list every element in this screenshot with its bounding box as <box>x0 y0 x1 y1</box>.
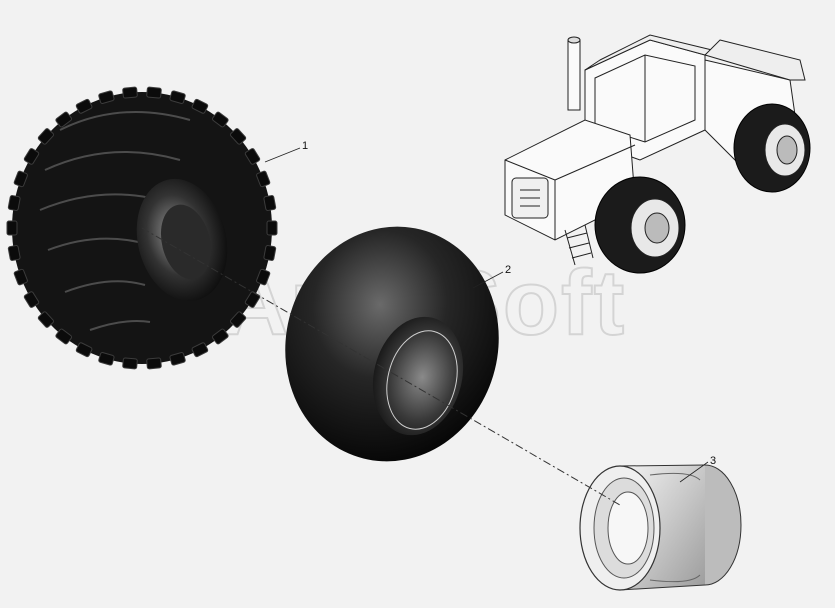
tread-lug <box>7 245 21 261</box>
tread-lug <box>13 170 28 188</box>
tread-lug <box>98 352 115 366</box>
tread-lug <box>191 342 209 358</box>
tread-lug <box>169 90 186 104</box>
tread-lug <box>98 90 115 104</box>
tread-lug <box>55 328 72 345</box>
tread-lug <box>230 128 247 145</box>
leader-line-2 <box>472 271 504 289</box>
leader-line-1 <box>264 147 301 163</box>
callout-leaders <box>264 147 709 483</box>
inner-tube-part <box>285 226 499 462</box>
tread-lug <box>256 170 271 188</box>
tread-lug <box>6 220 18 236</box>
tread-lug <box>263 245 277 261</box>
tread-lug <box>266 220 278 236</box>
wheel-rim-part <box>579 464 742 591</box>
callout-label-2: 2 <box>505 264 511 276</box>
tread-lug <box>122 86 138 99</box>
tread-lug <box>212 111 229 128</box>
tread-lug <box>37 311 54 328</box>
assembly-axis-line <box>141 227 621 506</box>
tread-lug <box>212 328 229 345</box>
tire-tread <box>6 86 278 370</box>
tread-lug <box>146 357 162 370</box>
tread-lug <box>122 357 138 370</box>
tread-lug <box>230 311 247 328</box>
tread-lug <box>23 148 40 165</box>
tread-lug <box>256 268 271 286</box>
tread-lug <box>7 195 21 211</box>
tread-lug <box>75 98 93 114</box>
tread-lug <box>75 342 93 358</box>
tread-lug <box>146 86 162 99</box>
tread-lug <box>37 128 54 145</box>
tread-lug <box>244 148 261 165</box>
tread-lug <box>169 352 186 366</box>
callout-label-3: 3 <box>710 455 716 467</box>
callout-label-1: 1 <box>302 140 308 152</box>
tread-lug <box>191 98 209 114</box>
tractor-illustration <box>504 34 811 274</box>
tread-lug <box>55 111 72 128</box>
tread-lug <box>263 195 277 211</box>
tread-lug <box>23 291 40 308</box>
leader-line-3 <box>679 461 709 483</box>
tread-lug <box>13 268 28 286</box>
